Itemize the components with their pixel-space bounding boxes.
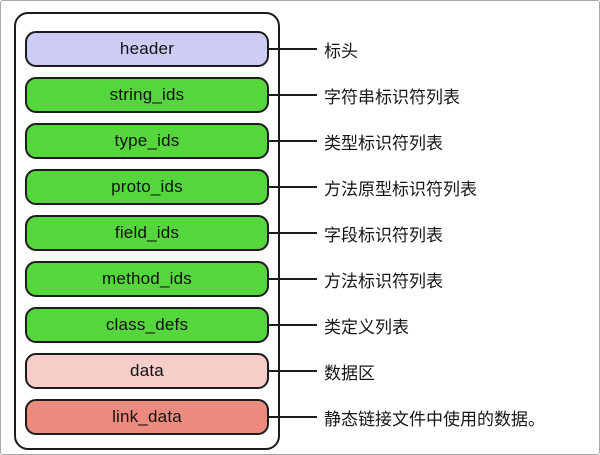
row-method-ids: method_ids 方法标识符列表 xyxy=(25,261,545,297)
annotation-label: 类定义列表 xyxy=(324,317,409,337)
row-data: data 数据区 xyxy=(25,353,545,389)
connector-line xyxy=(269,324,317,326)
section-box-header: header xyxy=(25,31,269,67)
section-box-method-ids: method_ids xyxy=(25,261,269,297)
section-box-class-defs: class_defs xyxy=(25,307,269,343)
connector-line xyxy=(269,232,317,234)
row-link-data: link_data 静态链接文件中使用的数据。 xyxy=(25,399,545,435)
annotation-label: 字符串标识符列表 xyxy=(324,87,460,107)
row-field-ids: field_ids 字段标识符列表 xyxy=(25,215,545,251)
connector-line xyxy=(269,416,317,418)
connector-line xyxy=(269,278,317,280)
section-box-field-ids: field_ids xyxy=(25,215,269,251)
connector-line xyxy=(269,186,317,188)
row-class-defs: class_defs 类定义列表 xyxy=(25,307,545,343)
connector-line xyxy=(269,48,317,50)
connector-line xyxy=(269,140,317,142)
row-header: header 标头 xyxy=(25,31,545,67)
row-type-ids: type_ids 类型标识符列表 xyxy=(25,123,545,159)
section-box-link-data: link_data xyxy=(25,399,269,435)
section-rows: header 标头 string_ids 字符串标识符列表 type_ids 类… xyxy=(25,31,545,435)
connector-line xyxy=(269,94,317,96)
annotation-label: 方法标识符列表 xyxy=(324,271,443,291)
annotation-label: 方法原型标识符列表 xyxy=(324,179,477,199)
annotation-label: 标头 xyxy=(324,41,358,61)
annotation-label: 类型标识符列表 xyxy=(324,133,443,153)
section-box-string-ids: string_ids xyxy=(25,77,269,113)
section-box-data: data xyxy=(25,353,269,389)
connector-line xyxy=(269,370,317,372)
annotation-label: 字段标识符列表 xyxy=(324,225,443,245)
annotation-label: 数据区 xyxy=(324,363,375,383)
section-box-proto-ids: proto_ids xyxy=(25,169,269,205)
row-proto-ids: proto_ids 方法原型标识符列表 xyxy=(25,169,545,205)
section-box-type-ids: type_ids xyxy=(25,123,269,159)
annotation-label: 静态链接文件中使用的数据。 xyxy=(324,409,545,429)
row-string-ids: string_ids 字符串标识符列表 xyxy=(25,77,545,113)
